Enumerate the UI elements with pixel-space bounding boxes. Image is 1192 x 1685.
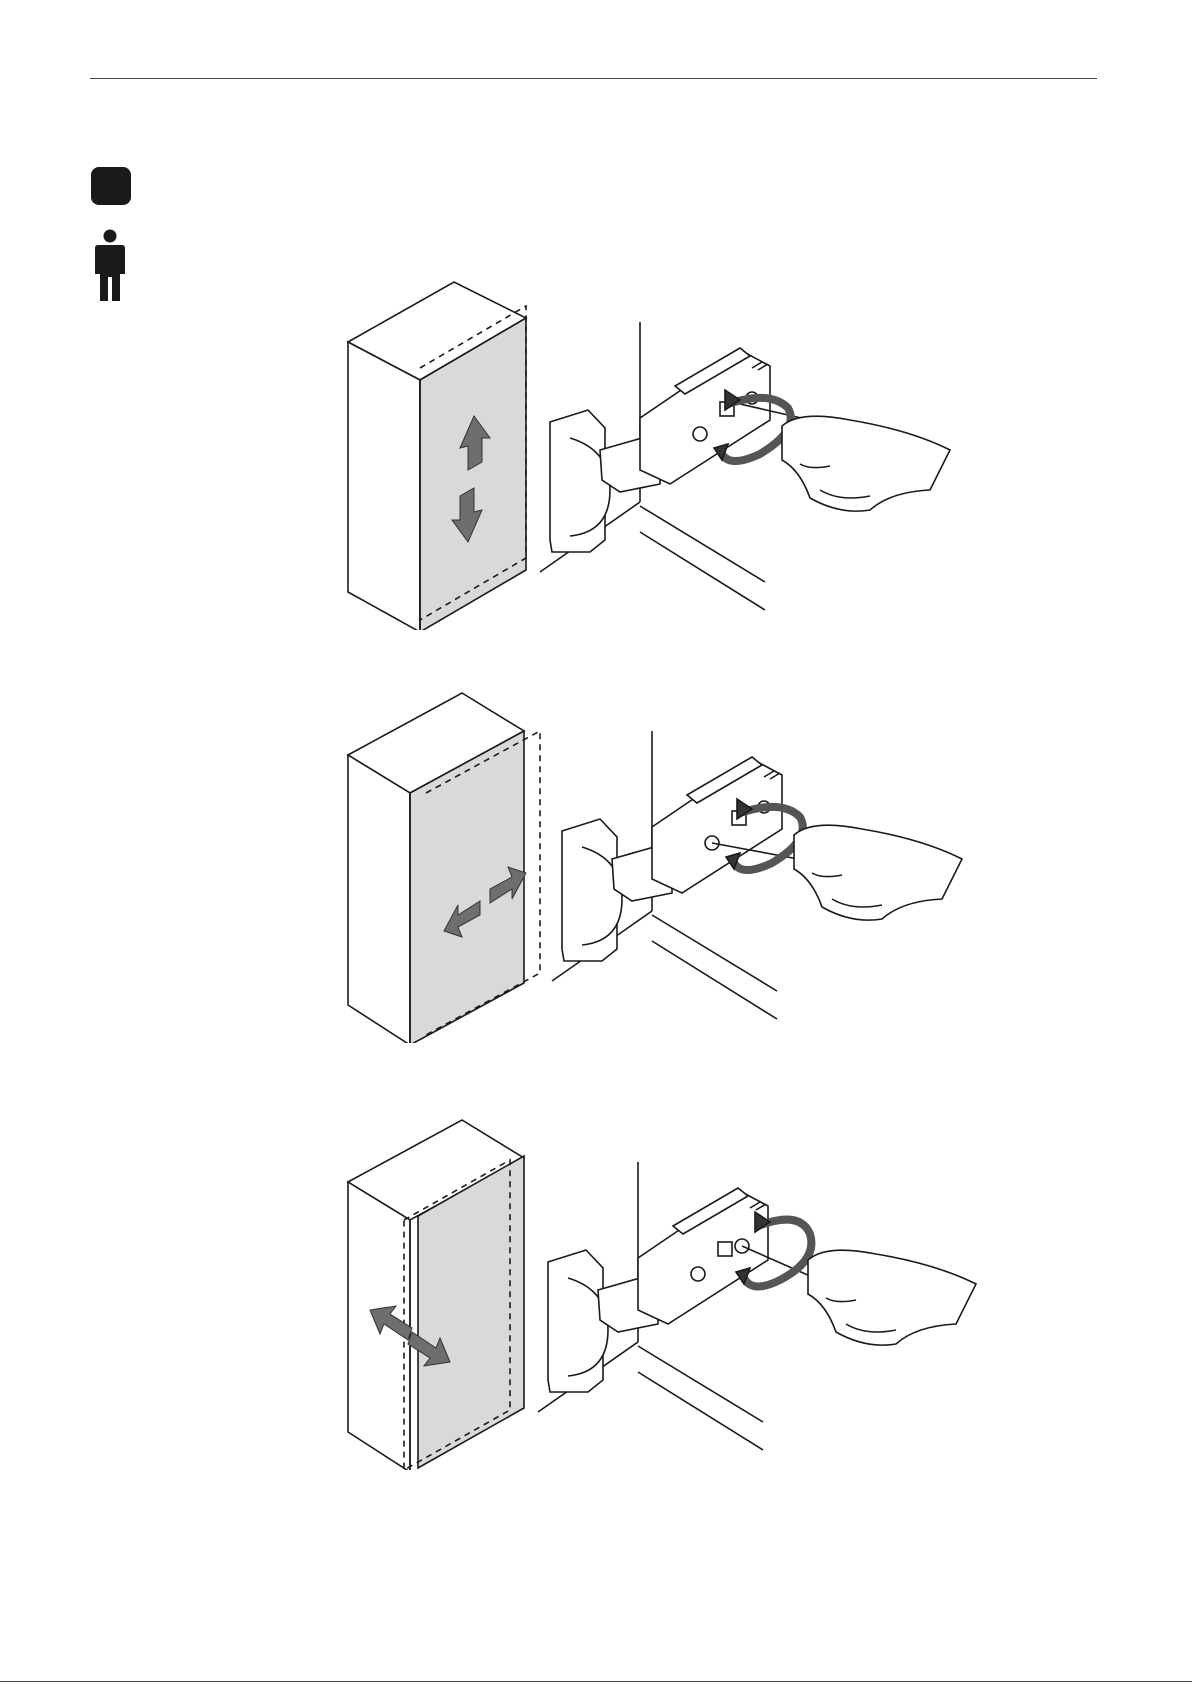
top-rule bbox=[90, 78, 1097, 79]
one-person-icon bbox=[90, 229, 130, 303]
bottom-rule bbox=[0, 1681, 1192, 1682]
step-number-badge bbox=[91, 167, 131, 205]
panel-height-adjustment bbox=[330, 270, 1020, 630]
hinge-illustration bbox=[538, 1162, 976, 1450]
panel-depth-adjustment bbox=[330, 1110, 1020, 1470]
hinge-illustration bbox=[552, 731, 962, 1019]
hinge-illustration bbox=[540, 322, 950, 610]
panel-side-adjustment bbox=[330, 683, 1020, 1043]
